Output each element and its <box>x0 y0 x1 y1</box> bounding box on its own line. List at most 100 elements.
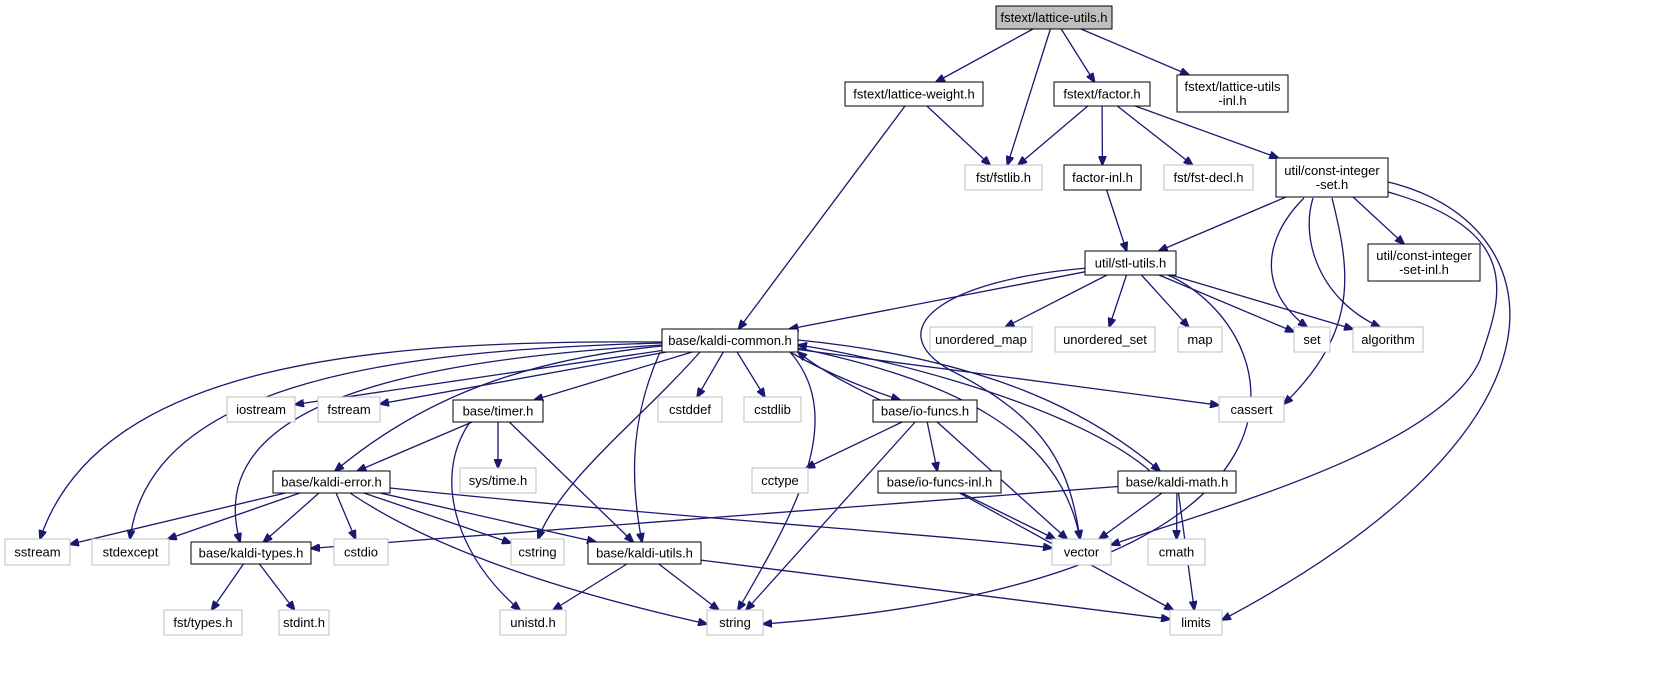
node-label: -set.h <box>1316 177 1349 192</box>
edge-iof-to-string <box>746 421 916 610</box>
node-systime[interactable]: sys/time.h <box>459 467 537 494</box>
node-label: algorithm <box>1361 332 1414 347</box>
node-cassert[interactable]: cassert <box>1218 396 1285 423</box>
node-box <box>510 538 565 566</box>
node-km[interactable]: base/kaldi-math.h <box>1117 470 1237 494</box>
node-string[interactable]: string <box>706 609 764 636</box>
node-label: base/io-funcs.h <box>881 404 969 419</box>
node-box <box>4 538 71 566</box>
node-box <box>163 609 243 636</box>
node-ku[interactable]: base/kaldi-utils.h <box>587 541 702 565</box>
node-label: fstext/lattice-weight.h <box>853 87 974 102</box>
node-kt[interactable]: base/kaldi-types.h <box>190 541 312 565</box>
node-map[interactable]: map <box>1177 326 1223 353</box>
edge-cis-to-limits <box>1222 181 1511 620</box>
node-label: base/kaldi-error.h <box>281 475 381 490</box>
edge-root-to-factor <box>1060 28 1094 82</box>
node-box <box>226 396 296 423</box>
node-cctype[interactable]: cctype <box>751 467 809 494</box>
node-fstdecl[interactable]: fst/fst-decl.h <box>1163 164 1254 191</box>
node-label: stdexcept <box>103 545 159 560</box>
node-timer[interactable]: base/timer.h <box>452 399 544 423</box>
node-fstlib[interactable]: fst/fstlib.h <box>964 164 1043 191</box>
node-stl[interactable]: util/stl-utils.h <box>1084 250 1177 276</box>
edge-kc-to-ku <box>633 351 661 542</box>
edge-lw-to-kc <box>739 105 906 329</box>
node-cstdlib[interactable]: cstdlib <box>743 396 802 423</box>
edge-ke-to-string <box>349 492 707 624</box>
node-iofinl[interactable]: base/io-funcs-inl.h <box>877 470 1002 494</box>
node-stdexcept[interactable]: stdexcept <box>91 538 170 566</box>
node-cstring[interactable]: cstring <box>510 538 565 566</box>
node-label: -inl.h <box>1218 93 1246 108</box>
node-root[interactable]: fstext/lattice-utils.h <box>995 5 1113 30</box>
node-label: base/kaldi-utils.h <box>596 546 693 561</box>
node-box <box>1218 396 1285 423</box>
node-box <box>333 538 389 566</box>
node-box <box>272 470 391 494</box>
node-box <box>190 541 312 565</box>
node-factorinl[interactable]: factor-inl.h <box>1063 164 1142 191</box>
node-label: util/const-integer <box>1376 248 1472 263</box>
edge-kc-to-stdexcept <box>130 342 663 539</box>
node-unistd[interactable]: unistd.h <box>499 609 567 636</box>
node-cstdio[interactable]: cstdio <box>333 538 389 566</box>
node-lw[interactable]: fstext/lattice-weight.h <box>844 81 984 107</box>
edge-cis-to-set <box>1270 197 1307 327</box>
node-box <box>1053 81 1151 107</box>
edge-stl-to-map <box>1140 274 1188 327</box>
node-box <box>1177 326 1223 353</box>
node-set[interactable]: set <box>1293 326 1331 353</box>
node-cisinl[interactable]: util/const-integer-set-inl.h <box>1367 243 1481 282</box>
edge-stl-to-kc <box>789 271 1086 329</box>
node-kc[interactable]: base/kaldi-common.h <box>661 328 799 353</box>
node-vector[interactable]: vector <box>1051 538 1112 566</box>
edge-kc-to-fstream <box>380 351 667 404</box>
node-limits[interactable]: limits <box>1169 609 1223 636</box>
node-box <box>661 328 799 353</box>
node-algorithm[interactable]: algorithm <box>1352 326 1424 353</box>
node-cstddef[interactable]: cstddef <box>657 396 723 423</box>
node-ke[interactable]: base/kaldi-error.h <box>272 470 391 494</box>
node-cmath[interactable]: cmath <box>1147 538 1206 566</box>
edge-iof-to-cctype <box>806 421 903 468</box>
edge-kc-to-sstream <box>40 341 663 539</box>
edge-ke-to-stdexcept <box>168 492 301 539</box>
node-fsttypes[interactable]: fst/types.h <box>163 609 243 636</box>
node-stdint[interactable]: stdint.h <box>278 609 330 636</box>
edge-root-to-fstlib <box>1007 28 1052 165</box>
node-box <box>751 467 809 494</box>
edge-iof-to-kc <box>798 352 881 401</box>
edge-kt-to-stdint <box>258 563 294 610</box>
node-umap[interactable]: unordered_map <box>929 326 1033 353</box>
node-box <box>1169 609 1223 636</box>
node-uset[interactable]: unordered_set <box>1054 326 1156 353</box>
edge-kc-to-cstring <box>538 351 701 539</box>
node-sstream[interactable]: sstream <box>4 538 71 566</box>
node-label: cstring <box>518 545 556 560</box>
node-label: cctype <box>761 473 799 488</box>
edge-stl-to-algorithm <box>1170 274 1353 329</box>
edge-stl-to-uset <box>1109 274 1128 327</box>
node-label: cstddef <box>669 402 711 417</box>
edge-factor-to-fstdecl <box>1116 105 1192 165</box>
node-box <box>91 538 170 566</box>
node-iof[interactable]: base/io-funcs.h <box>872 399 978 423</box>
node-luinl[interactable]: fstext/lattice-utils-inl.h <box>1176 74 1289 113</box>
node-label: base/timer.h <box>463 404 534 419</box>
node-fstream[interactable]: fstream <box>317 396 381 423</box>
node-label: cmath <box>1159 545 1194 560</box>
node-box <box>877 470 1002 494</box>
node-box <box>452 399 544 423</box>
node-box <box>1117 470 1237 494</box>
node-cis[interactable]: util/const-integer-set.h <box>1275 157 1389 198</box>
edge-stl-to-set <box>1158 274 1294 332</box>
edge-ke-to-kt <box>264 492 320 542</box>
node-factor[interactable]: fstext/factor.h <box>1053 81 1151 107</box>
edge-ke-to-vector <box>389 487 1052 548</box>
edge-factor-to-fstlib <box>1018 105 1089 165</box>
node-label: cstdlib <box>754 402 791 417</box>
node-label: fst/fstlib.h <box>976 170 1031 185</box>
node-iostream[interactable]: iostream <box>226 396 296 423</box>
edge-cis-to-vector <box>1111 189 1498 545</box>
